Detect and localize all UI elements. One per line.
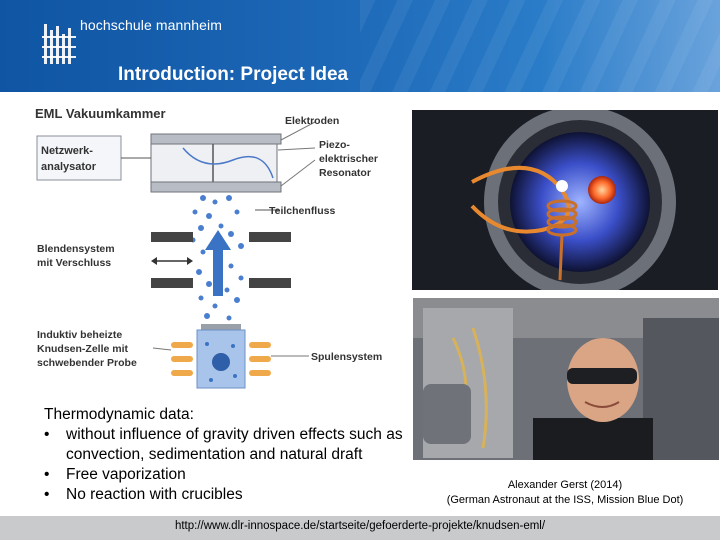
particle-flow-label: Teilchenfluss	[269, 205, 335, 217]
list-item: •No reaction with crucibles	[44, 485, 404, 505]
piezo-label-3: Resonator	[319, 167, 371, 179]
astronaut-photo	[413, 298, 719, 460]
electrodes-label: Elektroden	[285, 115, 339, 127]
piezo-label-1: Piezo-	[319, 139, 350, 151]
eml-chamber-diagram: EML Vakuumkammer Netzwerk- analysator El…	[33, 100, 405, 396]
bullets-heading: Thermodynamic data:	[44, 405, 404, 425]
knudsen-label-2: Knudsen-Zelle mit	[37, 343, 129, 355]
slide-header: hochschule mannheim Introduction: Projec…	[0, 0, 720, 92]
thermodynamic-bullets: Thermodynamic data: •without influence o…	[44, 405, 404, 505]
list-item-text: without influence of gravity driven effe…	[66, 426, 403, 463]
source-link[interactable]: http://www.dlr-innospace.de/startseite/g…	[0, 520, 720, 532]
photo-caption: Alexander Gerst (2014) (German Astronaut…	[412, 478, 718, 508]
aperture-label-1: Blendensystem	[37, 243, 115, 255]
levitation-apparatus-photo	[412, 110, 718, 290]
piezo-label-2: elektrischer	[319, 153, 378, 165]
caption-line-1: Alexander Gerst (2014)	[412, 478, 718, 493]
list-item: •without influence of gravity driven eff…	[44, 425, 404, 465]
network-analyzer-label-2: analysator	[41, 161, 97, 173]
coil-system-label: Spulensystem	[311, 351, 382, 363]
slide-title: Introduction: Project Idea	[118, 64, 348, 86]
header-decoration	[360, 0, 720, 92]
diagram-heading: EML Vakuumkammer	[35, 106, 166, 121]
list-item-text: Free vaporization	[66, 466, 186, 483]
knudsen-label-3: schwebender Probe	[37, 357, 137, 369]
list-item-text: No reaction with crucibles	[66, 486, 243, 503]
caption-line-2: (German Astronaut at the ISS, Mission Bl…	[412, 493, 718, 508]
list-item: •Free vaporization	[44, 465, 404, 485]
footer-bar: http://www.dlr-innospace.de/startseite/g…	[0, 516, 720, 540]
network-analyzer-label-1: Netzwerk-	[41, 145, 93, 157]
aperture-label-2: mit Verschluss	[37, 257, 111, 269]
knudsen-label-1: Induktiv beheizte	[37, 329, 122, 341]
university-logo-icon	[42, 24, 76, 64]
university-name: hochschule mannheim	[80, 17, 222, 33]
